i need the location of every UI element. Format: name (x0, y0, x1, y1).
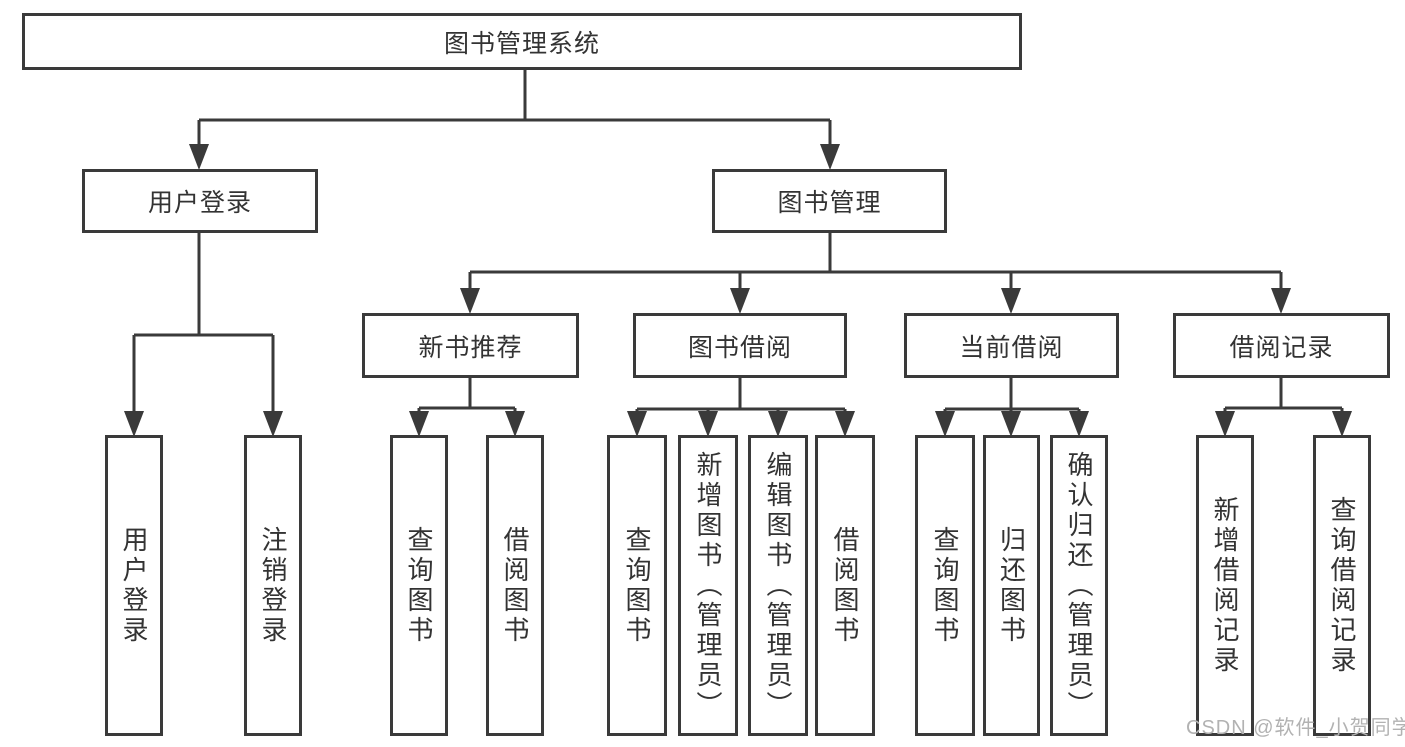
leaf-user-login: 用户登录 (105, 435, 163, 736)
node-current-borrow: 当前借阅 (904, 313, 1119, 378)
connector-strokes (132, 70, 1344, 414)
leaf-query-books-current: 查询图书 (915, 435, 975, 736)
node-root-library-system: 图书管理系统 (22, 13, 1022, 70)
leaf-query-borrow-record: 查询借阅记录 (1313, 435, 1371, 736)
leaf-add-borrow-record: 新增借阅记录 (1196, 435, 1254, 736)
leaf-logout: 注销登录 (244, 435, 302, 736)
node-book-management: 图书管理 (712, 169, 947, 233)
leaf-add-books-admin: 新增图书（管理员） (678, 435, 738, 736)
node-new-book-recommend: 新书推荐 (362, 313, 579, 378)
leaf-borrow-books: 借阅图书 (815, 435, 875, 736)
node-book-borrow: 图书借阅 (633, 313, 847, 378)
leaf-return-books: 归还图书 (983, 435, 1040, 736)
arrowheads (124, 144, 1352, 437)
node-borrow-records: 借阅记录 (1173, 313, 1390, 378)
leaf-borrow-books-recommend: 借阅图书 (486, 435, 544, 736)
node-user-login: 用户登录 (82, 169, 318, 233)
leaf-query-books-recommend: 查询图书 (390, 435, 448, 736)
csdn-watermark: CSDN @软件_小贺同学 (1186, 717, 1405, 739)
leaf-edit-books-admin: 编辑图书（管理员） (748, 435, 808, 736)
leaf-confirm-return-admin: 确认归还（管理员） (1050, 435, 1108, 736)
leaf-query-books-borrow: 查询图书 (607, 435, 667, 736)
